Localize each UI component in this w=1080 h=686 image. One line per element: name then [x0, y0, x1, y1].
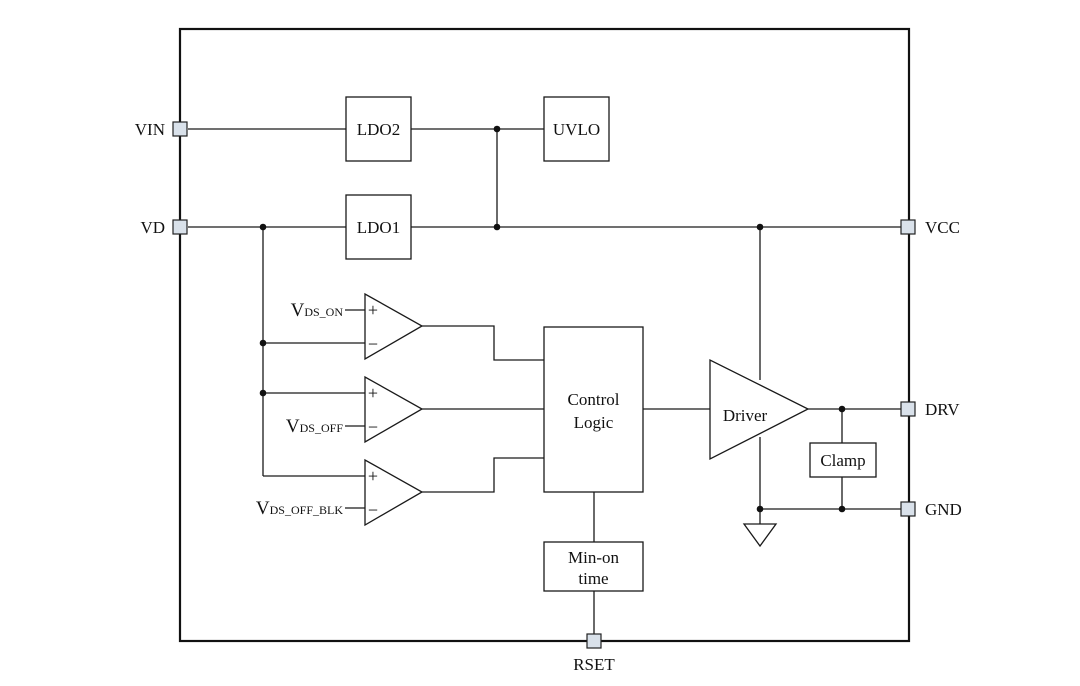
ldo1-block: LDO1 — [345, 194, 412, 260]
vds-on-sub: DS_ON — [304, 305, 343, 319]
vds-off-sub: DS_OFF — [300, 421, 344, 435]
vds-off-main: V — [286, 416, 300, 437]
comparator-vds-off-blk: + − — [364, 458, 424, 527]
pin-vcc-label: VCC — [925, 218, 960, 237]
pin-vcc: VCC — [900, 218, 960, 237]
pin-gnd: GND — [900, 500, 962, 519]
ground-icon — [742, 523, 778, 548]
uvlo-label: UVLO — [553, 120, 600, 139]
minus-sign: − — [368, 500, 378, 520]
control-logic-label-line1: Control — [568, 390, 620, 409]
clamp-label: Clamp — [820, 451, 865, 470]
ldo2-block: LDO2 — [345, 96, 412, 162]
driver-block: Driver — [709, 358, 810, 461]
vds-off-blk-label: VDS_OFF_BLK — [256, 498, 343, 519]
ldo2-label: LDO2 — [357, 120, 400, 139]
pin-rset-label: RSET — [573, 655, 615, 674]
ldo1-label: LDO1 — [357, 218, 400, 237]
pin-gnd-label: GND — [925, 500, 962, 519]
comparator-vds-on: + − — [364, 292, 424, 361]
clamp-block: Clamp — [809, 442, 877, 478]
pin-rset: RSET — [573, 633, 615, 674]
wires — [188, 128, 901, 634]
pin-vd-label: VD — [140, 218, 165, 237]
minus-sign: − — [368, 417, 378, 437]
vds-on-main: V — [291, 300, 305, 321]
driver-label: Driver — [723, 406, 768, 425]
vds-on-label: VDS_ON — [291, 300, 344, 321]
pin-vin-label: VIN — [135, 120, 165, 139]
junction-dots — [259, 125, 846, 513]
plus-sign: + — [368, 466, 378, 486]
pin-vin: VIN — [135, 120, 188, 139]
minus-sign: − — [368, 334, 378, 354]
control-logic-block: Control Logic — [543, 326, 644, 493]
vds-off-label: VDS_OFF — [286, 416, 343, 437]
vds-off-blk-main: V — [256, 498, 270, 519]
control-logic-label-line2: Logic — [574, 413, 614, 432]
pin-vd: VD — [140, 218, 188, 237]
pin-drv-label: DRV — [925, 400, 960, 419]
min-on-time-label-line2: time — [578, 569, 608, 588]
chip-outline — [178, 27, 911, 643]
vds-off-blk-sub: DS_OFF_BLK — [270, 503, 344, 517]
min-on-time-block: Min-on time — [543, 541, 644, 592]
uvlo-block: UVLO — [543, 96, 610, 162]
pin-drv: DRV — [900, 400, 960, 419]
min-on-time-label-line1: Min-on — [568, 548, 620, 567]
plus-sign: + — [368, 383, 378, 403]
plus-sign: + — [368, 300, 378, 320]
comparator-vds-off: + − — [364, 375, 424, 444]
